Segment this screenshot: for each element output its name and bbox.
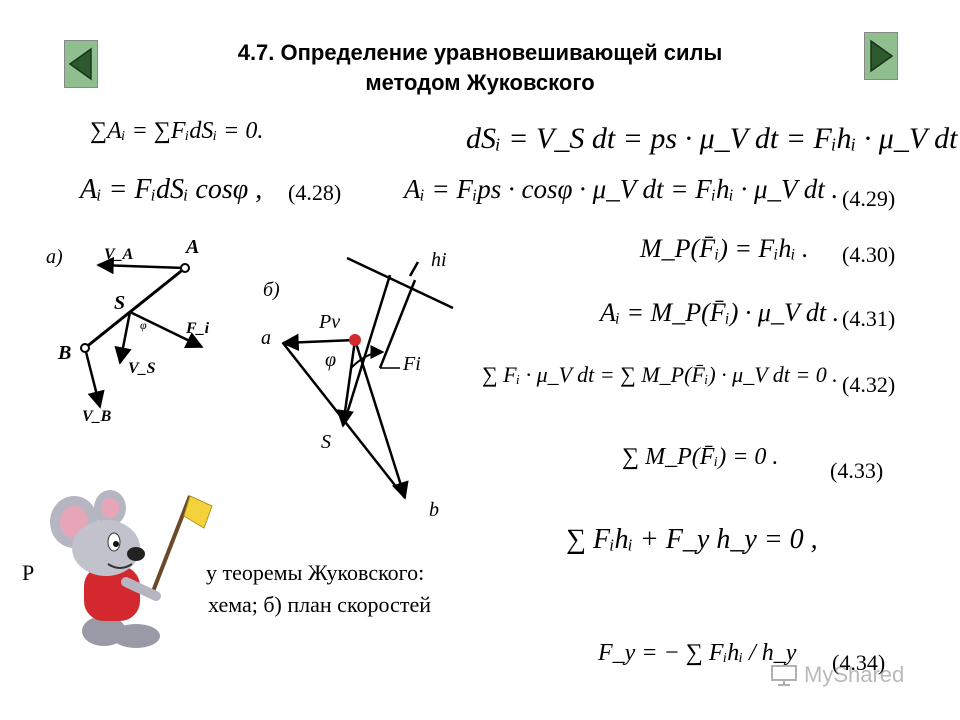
figure-caption-line-2-end: хема; б) план скоростей	[208, 592, 431, 617]
figure-a-mechanism: а) A B S V_A V_B V_S F_i φ	[46, 236, 210, 425]
mouse-mascot-icon	[50, 490, 213, 648]
figure-b-point-b: b	[429, 499, 439, 521]
equation-number-4-31: (4.31)	[842, 306, 896, 331]
figure-b-velocity-plan: б) Pv a b S hi Fi φ	[261, 249, 454, 521]
equation-number-4-28: (4.28)	[288, 180, 342, 205]
equation-sum-moment: ∑ M_P(F̄ᵢ) = 0 .	[622, 444, 779, 470]
figure-a-point-s: S	[114, 292, 125, 314]
triangle-left-icon	[68, 47, 92, 81]
triangle-right-icon	[870, 39, 894, 73]
figure-a-vector-vs: V_S	[128, 360, 156, 377]
prev-slide-button[interactable]	[64, 40, 98, 88]
figure-caption-line-1-start: Р	[22, 560, 35, 585]
figure-b-pole: Pv	[318, 311, 340, 333]
title-line-1: 4.7. Определение уравновешивающей силы	[237, 40, 723, 65]
figure-b-point-s: S	[321, 431, 331, 453]
page-title: 4.7. Определение уравновешивающей силы м…	[150, 38, 810, 98]
figure-b-label: б)	[263, 279, 280, 301]
figure-a-point-a: A	[184, 236, 199, 258]
equation-balance: ∑ Fᵢhᵢ + F_y h_y = 0 ,	[566, 524, 818, 555]
equation-number-4-30: (4.30)	[842, 242, 896, 267]
figure-b-point-a: a	[261, 327, 271, 349]
figure-b-angle-phi: φ	[325, 349, 336, 371]
figure-a-force-fi: F_i	[185, 320, 210, 337]
figure-a-vector-va: V_A	[104, 246, 134, 263]
next-slide-button[interactable]	[864, 32, 898, 80]
equation-number-4-34: (4.34)	[832, 650, 886, 675]
equation-sum-eq: ∑ Fᵢ · μ_V dt = ∑ M_P(F̄ᵢ) · μ_V dt = 0 …	[482, 362, 838, 387]
equation-sum-work: ∑Aᵢ = ∑FᵢdSᵢ = 0.	[90, 118, 264, 144]
equation-number-4-29: (4.29)	[842, 186, 896, 211]
presentation-icon	[771, 665, 797, 686]
figure-a-label: а)	[46, 246, 63, 268]
figure-b-arm-hi: hi	[431, 249, 447, 271]
equation-fy: F_y = − ∑ Fᵢhᵢ / h_y	[598, 640, 797, 666]
equation-number-4-32: (4.32)	[842, 372, 896, 397]
equation-work-moment: Aᵢ = M_P(F̄ᵢ) · μ_V dt .	[600, 298, 840, 327]
equation-work-cos-expanded: Aᵢ = Fᵢps · cosφ · μ_V dt = Fᵢhᵢ · μ_V d…	[404, 174, 839, 204]
equation-moment: M_P(F̄ᵢ) = Fᵢhᵢ .	[640, 234, 809, 263]
figure-a-angle-phi: φ	[140, 318, 147, 332]
equation-work-cos: Aᵢ = FᵢdSᵢ cosφ ,	[80, 174, 263, 205]
watermark-text: MyShared	[804, 662, 905, 687]
watermark: MyShared	[770, 662, 904, 688]
figure-caption-line-1-end: у теоремы Жуковского:	[206, 560, 425, 585]
equation-number-4-33: (4.33)	[830, 458, 884, 483]
figure-a-vector-vb: V_B	[82, 408, 112, 425]
title-line-2: методом Жуковского	[365, 70, 595, 95]
equation-ds: dSᵢ = V_S dt = ps · μ_V dt = Fᵢhᵢ · μ_V …	[466, 122, 960, 155]
figure-a-point-b: B	[57, 342, 71, 364]
figure-b-force-fi: Fi	[402, 353, 421, 375]
